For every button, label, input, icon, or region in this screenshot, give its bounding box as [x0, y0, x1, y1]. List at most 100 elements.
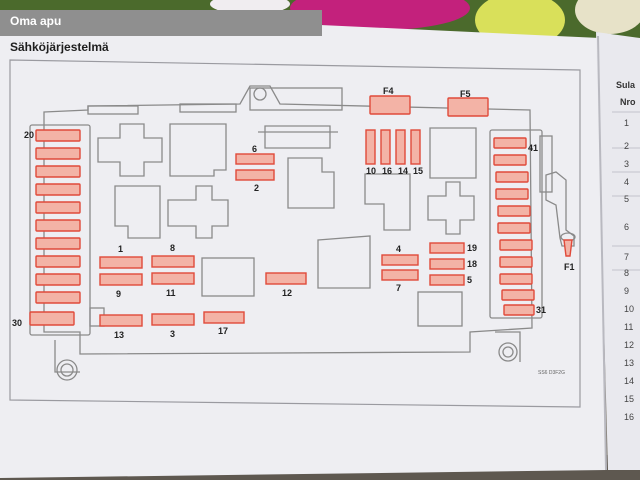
- side-row-2: 2: [624, 141, 630, 151]
- side-table-lines: [612, 111, 640, 271]
- fuse-2: [235, 169, 275, 181]
- label-8: 8: [170, 243, 176, 253]
- fuse-right-4: [495, 188, 529, 200]
- fuse-19: [429, 242, 465, 254]
- label-12: 12: [282, 288, 293, 298]
- diagram-frame: [9, 59, 581, 408]
- right-page: [596, 32, 640, 470]
- fuse-f4: [369, 95, 411, 115]
- figure-code: SS6 D3F2G: [538, 370, 565, 376]
- header-title: Oma apu: [10, 14, 62, 28]
- side-row-5: 5: [624, 194, 630, 204]
- label-10: 10: [366, 166, 377, 176]
- label-20: 20: [24, 130, 35, 140]
- fuse-left-7: [35, 237, 81, 250]
- fuse-left-5: [35, 201, 81, 214]
- fuse-1: [99, 256, 143, 269]
- label-15: 15: [413, 166, 424, 176]
- fuse-8: [151, 255, 195, 268]
- label-3: 3: [170, 329, 176, 339]
- label-f5: F5: [460, 89, 471, 99]
- fuse-18: [429, 258, 465, 270]
- side-row-8: 8: [624, 268, 630, 278]
- label-5: 5: [467, 275, 473, 285]
- fuse-right-11: [503, 304, 535, 316]
- fuse-14: [395, 129, 406, 165]
- header-bar: [0, 10, 322, 36]
- fuse-right-8: [499, 256, 533, 268]
- label-14: 14: [398, 166, 409, 176]
- fuse-10: [365, 129, 376, 165]
- page-gutter: [597, 35, 607, 471]
- fuse-6: [235, 153, 275, 165]
- fuse-left-8: [35, 255, 81, 268]
- fuse-right-6: [497, 222, 531, 234]
- side-row-3: 3: [624, 159, 630, 169]
- fuse-left-9: [35, 273, 81, 286]
- side-row-1: 1: [624, 118, 630, 128]
- side-row-11: 11: [624, 322, 634, 332]
- side-row-10: 10: [624, 304, 635, 314]
- fuse-f1: [563, 239, 573, 257]
- label-18: 18: [467, 259, 478, 269]
- fuse-left-3: [35, 165, 81, 178]
- label-1: 1: [118, 244, 124, 254]
- side-row-6: 6: [624, 222, 630, 232]
- label-17: 17: [218, 326, 229, 336]
- side-row-4: 4: [624, 177, 630, 187]
- fuse-left-6: [35, 219, 81, 232]
- label-2: 2: [254, 183, 260, 193]
- label-6: 6: [252, 144, 258, 154]
- fuse-13: [99, 314, 143, 327]
- label-19: 19: [467, 243, 478, 253]
- fuse-right-3: [495, 171, 529, 183]
- fuse-left-2: [35, 147, 81, 160]
- fuse-11: [151, 272, 195, 285]
- fuse-9: [99, 273, 143, 286]
- side-table-title: Sula: [616, 80, 636, 90]
- flower-pink: [290, 0, 470, 30]
- fuse-f5: [447, 97, 489, 117]
- fuse-left-1: [35, 129, 81, 142]
- side-row-16: 16: [624, 412, 635, 422]
- label-9: 9: [116, 289, 122, 299]
- fuse-right-2: [493, 154, 527, 166]
- section-title: Sähköjärjestelmä: [10, 40, 109, 54]
- side-row-14: 14: [624, 376, 635, 386]
- fuse-15: [410, 129, 421, 165]
- manual-page: [0, 10, 606, 478]
- fusebox-body: [29, 85, 576, 381]
- label-7: 7: [396, 283, 402, 293]
- label-f1: F1: [564, 262, 575, 272]
- label-13: 13: [114, 330, 125, 340]
- fuse-left-10: [35, 291, 81, 304]
- label-41: 41: [528, 143, 539, 153]
- fuse-4: [381, 254, 419, 266]
- side-row-15: 15: [624, 394, 635, 404]
- fuse-right-5: [497, 205, 531, 217]
- fuse-right-10: [501, 289, 535, 301]
- fuse-right-1: [493, 137, 527, 149]
- label-4: 4: [396, 244, 402, 254]
- fuse-16: [380, 129, 391, 165]
- label-f4: F4: [383, 86, 394, 96]
- label-16: 16: [382, 166, 393, 176]
- fuse-17: [203, 311, 245, 324]
- fuse-right-9: [499, 273, 533, 285]
- fuse-left-11: [29, 311, 75, 326]
- label-31: 31: [536, 305, 547, 315]
- fuse-5: [429, 274, 465, 286]
- fuse-group: [29, 95, 573, 327]
- side-row-12: 12: [624, 340, 635, 350]
- side-row-7: 7: [624, 252, 630, 262]
- fuse-right-7: [499, 239, 533, 251]
- fuse-7: [381, 269, 419, 281]
- fuse-left-4: [35, 183, 81, 196]
- side-row-13: 13: [624, 358, 635, 368]
- label-30: 30: [12, 318, 23, 328]
- side-table-header: Nro: [620, 97, 636, 107]
- label-11: 11: [166, 288, 176, 298]
- flower-white: [575, 0, 640, 34]
